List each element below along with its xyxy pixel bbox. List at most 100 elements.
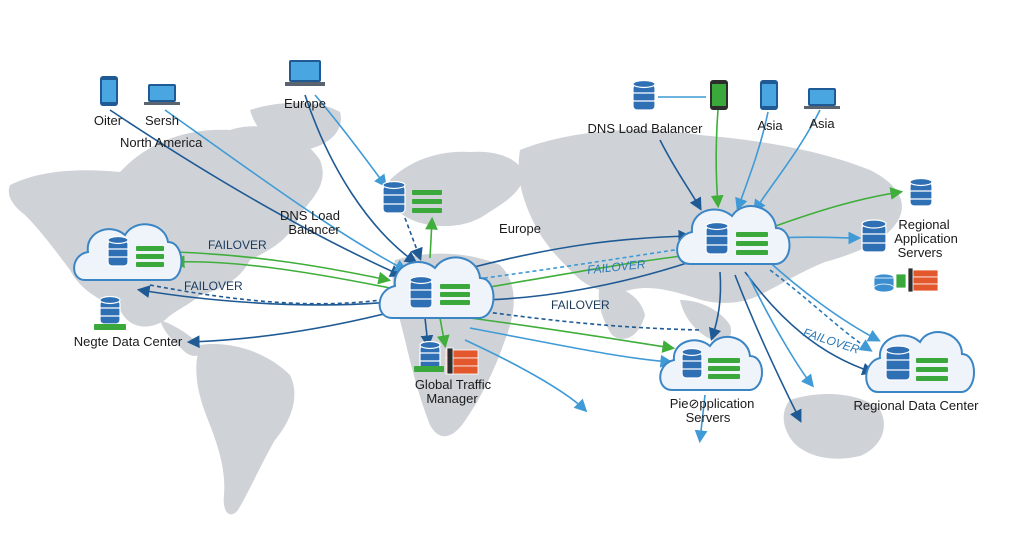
arrow-gtm-to-southasia [464,339,588,413]
firewall-regional-app-icon [907,267,939,293]
south-america-landmass [196,344,295,515]
label-regional-data-center: Regional Data Center [853,398,979,413]
rack-dns-icon [412,190,442,213]
label-pie-app-line1: Pie⊘pplication [669,396,755,411]
label-regional-app-line1: Regional [898,217,950,232]
label-negte-data-center: Negte Data Center [73,334,183,349]
label-sersh: Sersh [145,113,179,128]
phone-oiter-icon [100,76,118,106]
db-gtm-below-icon [419,340,441,370]
southeast-asia-landmass [680,300,732,342]
arrow-dashed-left-failover [149,284,396,305]
arrow-dashed-failover-mid [471,309,701,331]
arrow-asia-to-app [708,271,722,342]
arrow-green-dns-up [425,216,438,259]
arrow-gtm-to-asia-dc [469,229,692,269]
db-left-cloud-icon [107,235,129,267]
firewall-gtm-icon [445,347,479,375]
laptop-asia-icon [804,88,840,109]
arrow-green-gtm-down [436,317,450,349]
client-devices [100,60,840,110]
servers-regional-app-icon [873,273,907,293]
arrow-phone1-to-asia [710,109,724,209]
cloud-app-servers [659,336,763,391]
arrow-oiter-to-gtm [109,109,403,277]
greenland-landmass [250,102,341,150]
laptop-sersh-icon [144,84,180,105]
base-gtm-below-icon [414,366,444,372]
arrow-asia-to-regional-dc-dark [744,271,876,376]
arrow-sersh-to-gtm [164,109,408,272]
arrow-europe-to-dns [314,94,387,188]
db-dns-icon [382,180,406,214]
arrow-green-gtm-to-left-dc [171,255,391,289]
cloud-asia [676,205,791,265]
arrow-asia-to-regional-app [769,187,904,229]
label-dns-lb-left-line1: DNS Load [280,208,340,223]
db-regional-app-icon [861,219,887,253]
label-regional-app-line3: Servers [897,245,943,260]
arrow-asia-to-regional-dc [764,257,881,342]
failover-label-2: FAILOVER [184,279,243,293]
database-icons [99,79,933,381]
label-dns-lb-left-line2: Balancer [288,222,340,237]
arrow-green-left-dc-to-gtm [174,251,392,285]
arrow-green-gtm-to-app [469,317,676,353]
arrow-asia-to-regional-dc-dashed [769,269,873,352]
db-regional-dc-icon [885,345,911,381]
db-dns-right-icon [632,79,656,111]
label-asia-2: Asia [809,116,835,131]
phone-asia-icon [760,80,778,110]
laptop-europe-icon [285,60,325,86]
europe-landmass [390,151,525,227]
label-dns-lb-right: DNS Load Balancer [587,121,703,136]
rack-asia-icon [736,232,768,255]
label-europe-mid: Europe [499,221,541,236]
label-regional-app-line2: Application [894,231,958,246]
connection-lines [109,94,904,444]
firewalls [445,267,939,375]
phone-green-icon [710,80,728,110]
arrow-gtm-to-app-blue [469,327,674,368]
arrow-gtm-to-left-dc-dark [136,285,391,306]
arrow-asia-down-long [734,274,802,423]
label-pie-app-line2: Servers [685,410,731,425]
arrow-asia-down-blue [747,274,814,388]
label-gtm-line2: Manager [426,391,478,406]
label-europe-top: Europe [284,96,326,111]
arrow-dashed-gtm-asia-failover [469,243,692,281]
arrow-app-to-south [694,394,708,444]
arrow-asia-to-gtm [468,261,691,307]
db-top-right-icon [909,177,933,207]
arrow-dns-to-gtm [404,217,423,261]
failover-label-4: FAILOVER [551,298,610,312]
japan-landmass [815,234,832,260]
india-landmass [598,285,645,339]
rack-regional-dc-icon [916,358,948,381]
australia-landmass [783,394,884,459]
arrow-dnsright-to-asia [659,139,702,211]
arrow-laptop-to-asia [753,109,821,213]
failover-label-1: FAILOVER [208,238,267,252]
rack-app-icon [708,358,740,379]
arrow-gtm-down-1 [420,317,434,349]
server-racks [94,190,948,381]
label-gtm-line1: Global Traffic [414,377,492,392]
db-asia-icon [705,221,729,255]
label-north-america: North America [120,135,203,150]
arrow-green-gtm-to-asia [471,249,694,291]
north-america-landmass [8,126,323,327]
db-gtm-icon [409,275,433,309]
db-app-icon [681,347,703,379]
db-negte-icon [99,295,121,325]
rack-gtm-icon [440,284,470,305]
arrow-phone2-to-asia [735,111,769,212]
arrow-europe-to-gtm [304,94,418,264]
label-asia-1: Asia [757,118,783,133]
base-negte-icon [94,324,126,330]
rack-left-cloud-icon [136,246,164,267]
label-oiter: Oiter [93,113,123,128]
arrow-gtm-to-negte [186,311,393,349]
